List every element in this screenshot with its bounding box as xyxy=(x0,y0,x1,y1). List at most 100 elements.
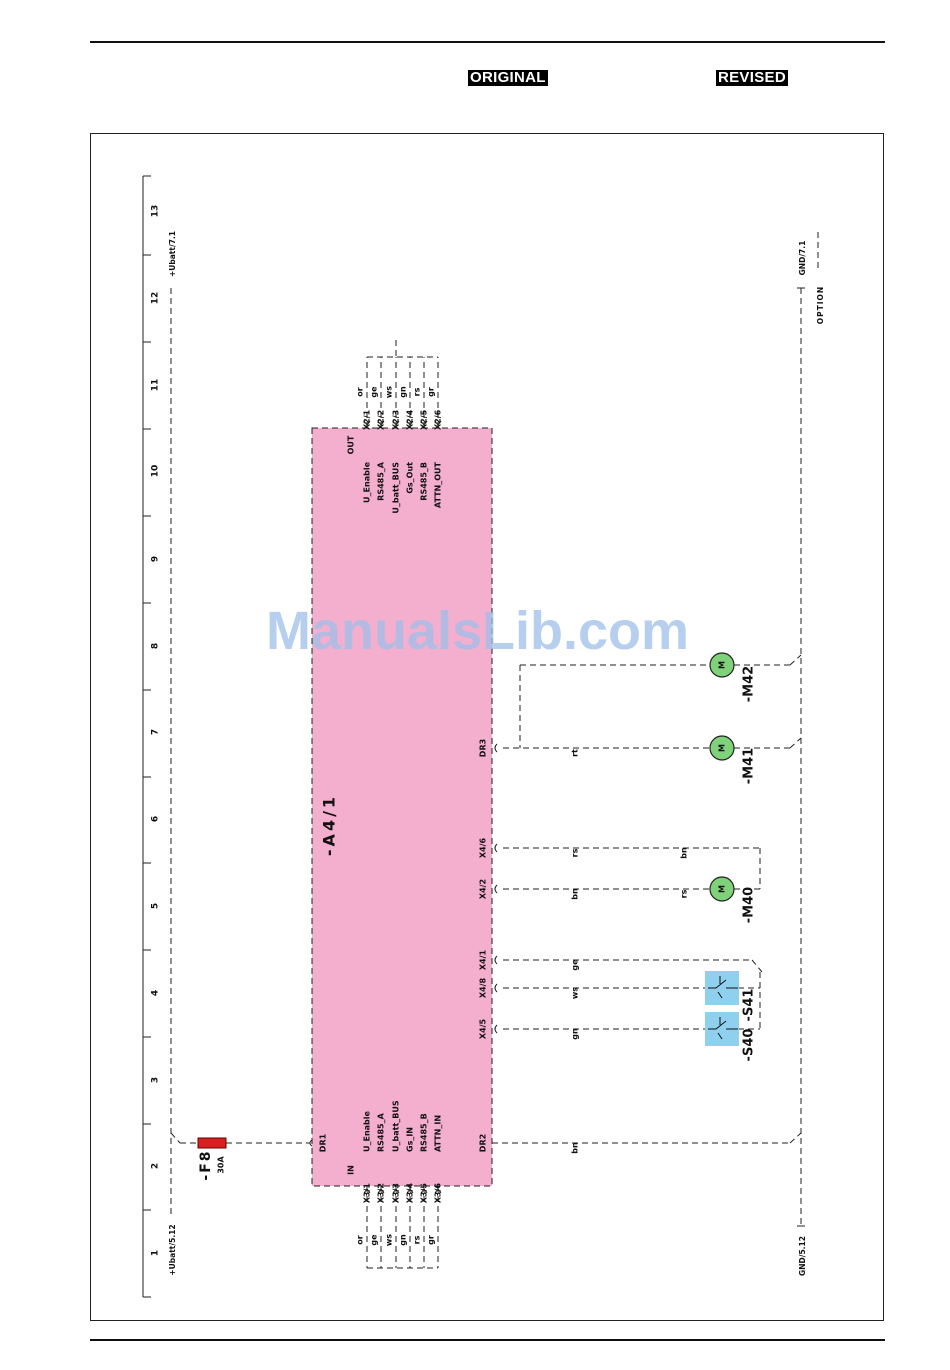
in-connector xyxy=(434,1188,442,1194)
original-badge: ORIGINAL xyxy=(468,69,548,86)
module-a4-1 xyxy=(311,427,493,1187)
out-pin-3: X2/3 xyxy=(392,410,401,430)
x4-pin-3: X4/2 xyxy=(479,879,488,899)
ruler-number: 11 xyxy=(151,379,161,392)
option-label: OPTION xyxy=(816,286,825,324)
out-color-1: or xyxy=(356,387,365,396)
out-connector xyxy=(434,420,442,426)
in-color-3: ws xyxy=(385,1234,394,1246)
in-signal-6: ATTN_IN xyxy=(434,1115,443,1152)
s40-contact xyxy=(708,1017,738,1040)
m42-motor xyxy=(709,652,735,678)
ruler-number: 9 xyxy=(151,556,161,562)
x46-color-a: rs xyxy=(571,848,580,857)
top-rule xyxy=(90,41,885,43)
ubatt-top-label: +Ubatt/7.1 xyxy=(168,231,177,277)
x42-color-a: bn xyxy=(571,888,580,900)
out-color-5: rs xyxy=(413,387,422,396)
dr1-label: DR1 xyxy=(319,1133,328,1152)
ruler-number: 4 xyxy=(151,990,161,996)
in-connector xyxy=(363,1188,371,1194)
in-signal-5: RS485_B xyxy=(420,1113,429,1152)
x4-pin-1: X4/8 xyxy=(479,977,488,998)
out-pin-5: X2/5 xyxy=(420,409,429,430)
out-signal-3: U_batt_BUS xyxy=(392,462,401,514)
m40-motor-letter: M xyxy=(718,885,727,893)
fuse-f8 xyxy=(197,1137,227,1149)
x45-color: gn xyxy=(571,1028,580,1040)
ruler-number: 2 xyxy=(151,1163,161,1169)
in-pin-1: X3/1 xyxy=(363,1183,372,1204)
out-connector xyxy=(363,420,371,426)
fuse-name: -F8 xyxy=(198,1149,214,1180)
out-connector xyxy=(392,420,400,426)
in-connector xyxy=(377,1188,385,1194)
out-color-3: ws xyxy=(385,386,394,398)
out-label: OUT xyxy=(347,435,356,454)
out-color-4: gn xyxy=(399,386,408,398)
x4-pin-4: X4/6 xyxy=(479,837,488,858)
ubatt-branch xyxy=(170,1132,181,1144)
x4-connector xyxy=(494,884,498,894)
dr3-color: rt xyxy=(571,749,580,757)
out-color-6: gr xyxy=(427,387,436,397)
out-signal-5: RS485_B xyxy=(420,462,429,501)
in-color-2: ge xyxy=(370,1234,379,1246)
in-signal-1: U_Enable xyxy=(363,1110,372,1152)
in-color-6: gr xyxy=(427,1235,436,1245)
m41-label: -M41 xyxy=(742,748,757,784)
out-pin-6: X2/6 xyxy=(434,409,443,430)
revised-badge: REVISED xyxy=(716,69,788,86)
in-signal-3: U_batt_BUS xyxy=(392,1100,401,1152)
dr2-color: bn xyxy=(571,1142,580,1154)
x4-pin-2: X4/1 xyxy=(479,949,488,970)
in-connector xyxy=(392,1188,400,1194)
out-connector xyxy=(406,420,414,426)
ruler-number: 12 xyxy=(151,292,161,305)
x41-bend xyxy=(751,959,763,973)
wires xyxy=(142,175,819,1298)
x4-connector xyxy=(494,955,498,965)
m41-motor-letter: M xyxy=(718,744,727,752)
m42-gnd-join xyxy=(789,654,802,666)
x46-color-b: bn xyxy=(680,847,689,859)
s41-contact xyxy=(708,976,738,999)
ruler-number: 1 xyxy=(151,1250,161,1256)
out-pin-2: X2/2 xyxy=(377,410,386,430)
in-pin-5: X3/5 xyxy=(420,1183,429,1204)
dr3-label: DR3 xyxy=(479,739,488,757)
gnd-top-label: GND/7.1 xyxy=(798,241,807,276)
x4-connector xyxy=(494,1024,498,1034)
out-color-2: ge xyxy=(370,386,379,398)
m41-motor xyxy=(709,735,735,761)
ruler-number: 8 xyxy=(151,643,161,649)
out-signal-6: ATTN_OUT xyxy=(434,461,443,508)
out-pin-1: X2/1 xyxy=(363,409,372,430)
m40-motor xyxy=(709,876,735,902)
m41-gnd-join xyxy=(789,737,802,749)
in-color-5: rs xyxy=(413,1235,422,1244)
in-color-1: or xyxy=(356,1235,365,1244)
m42-motor-letter: M xyxy=(718,661,727,669)
dr3-connector xyxy=(494,743,498,753)
watermark: ManualsLib.com xyxy=(266,601,690,661)
x42-color-b: rs xyxy=(680,889,689,898)
in-pin-6: X3/6 xyxy=(434,1183,443,1204)
ruler-number: 5 xyxy=(151,903,161,909)
x4-connector xyxy=(494,843,498,853)
x41-color: ge xyxy=(571,959,580,971)
ruler-number: 10 xyxy=(151,465,161,478)
ruler-number: 6 xyxy=(151,816,161,822)
components xyxy=(197,427,739,1187)
out-connector xyxy=(377,420,385,426)
out-connector xyxy=(420,420,428,426)
ruler-number: 7 xyxy=(151,729,161,735)
out-signal-1: U_Enable xyxy=(363,461,372,503)
in-color-4: gn xyxy=(399,1234,408,1246)
x4-pin-0: X4/5 xyxy=(479,1018,488,1039)
labels: 12345678910111213+Ubatt/5.12+Ubatt/7.1GN… xyxy=(151,205,826,1276)
in-connector xyxy=(406,1188,414,1194)
gnd-bottom-label: GND/5.12 xyxy=(798,1236,807,1276)
m40-label: -M40 xyxy=(742,887,757,923)
